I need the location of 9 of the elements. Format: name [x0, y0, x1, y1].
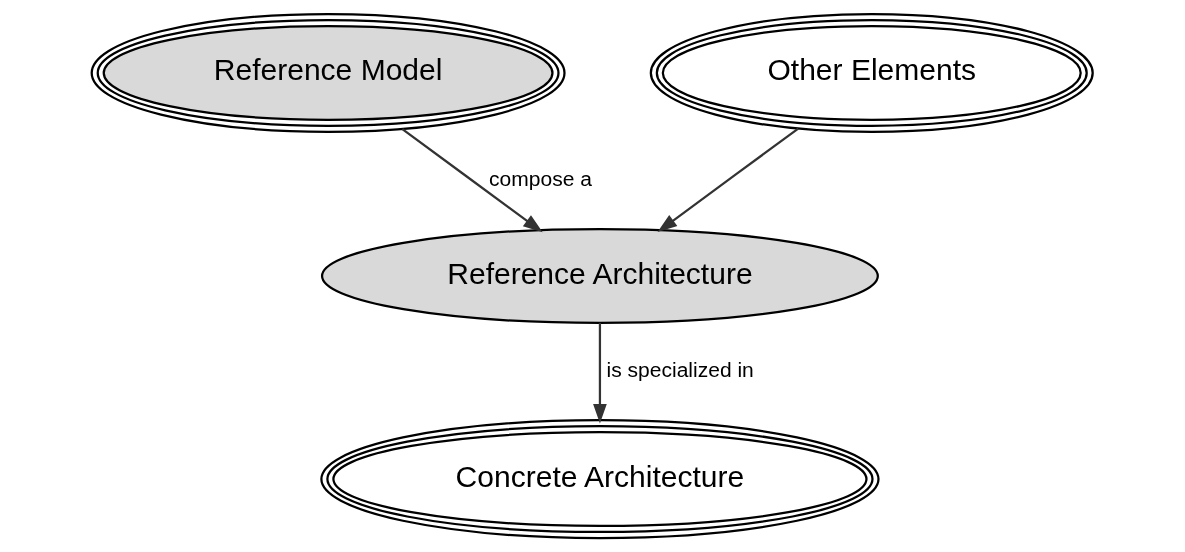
node-ellipse: Other Elements — [649, 12, 1094, 133]
edge-label: compose a — [489, 167, 592, 191]
node-ellipse: Reference Architecture — [320, 227, 879, 325]
arrow — [657, 127, 799, 233]
arrow — [593, 322, 607, 424]
edge-label: is specialized in — [606, 358, 754, 382]
arrow — [401, 128, 543, 233]
node-ellipse: Reference Model — [90, 12, 566, 133]
node-ellipse: Concrete Architecture — [320, 419, 880, 540]
